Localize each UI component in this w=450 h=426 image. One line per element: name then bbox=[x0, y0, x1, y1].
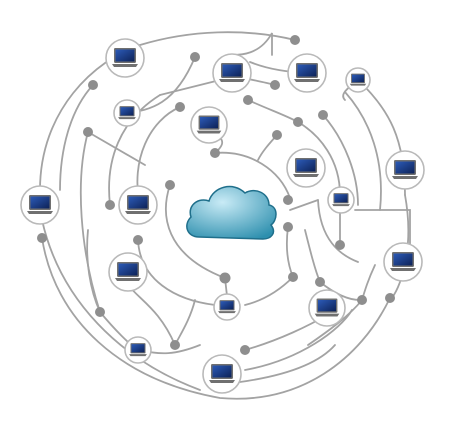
connection-line bbox=[86, 229, 101, 313]
laptop-node bbox=[213, 293, 241, 321]
junction-dot bbox=[293, 117, 303, 127]
laptop-icon bbox=[27, 195, 53, 214]
connection-line bbox=[322, 114, 359, 206]
junction-dot bbox=[318, 110, 328, 120]
laptop-icon bbox=[209, 364, 235, 383]
connection-line bbox=[297, 121, 341, 196]
laptop-node bbox=[327, 186, 355, 214]
connection-line bbox=[244, 276, 294, 306]
connection-line bbox=[79, 131, 101, 313]
cloud-shape bbox=[186, 185, 277, 240]
connection-line bbox=[289, 199, 319, 211]
junction-dot bbox=[170, 340, 180, 350]
connection-line bbox=[214, 151, 291, 199]
connection-line bbox=[247, 99, 299, 123]
laptop-node bbox=[385, 150, 425, 190]
connection-line bbox=[317, 199, 359, 263]
junction-dot bbox=[190, 52, 200, 62]
junction-dot bbox=[357, 295, 367, 305]
laptop-node bbox=[383, 242, 423, 282]
junction-dot bbox=[272, 130, 282, 140]
junction-dot bbox=[219, 272, 231, 284]
connection-line bbox=[174, 299, 196, 346]
laptop-icon bbox=[390, 252, 416, 271]
laptop-icon bbox=[293, 158, 319, 177]
junction-dot bbox=[37, 233, 47, 243]
laptop-icon bbox=[129, 343, 147, 357]
junction-dot bbox=[210, 148, 220, 158]
connection-line bbox=[137, 239, 216, 306]
junction-dot bbox=[95, 307, 105, 317]
connection-line bbox=[139, 31, 296, 46]
connection-line bbox=[285, 226, 294, 278]
connection-line bbox=[59, 84, 94, 191]
laptop-node bbox=[113, 99, 141, 127]
laptop-icon bbox=[115, 262, 141, 281]
laptop-nodes bbox=[20, 38, 425, 394]
laptop-icon bbox=[125, 195, 151, 214]
laptop-icon bbox=[314, 298, 340, 317]
junction-dot bbox=[243, 95, 253, 105]
laptop-node bbox=[118, 185, 158, 225]
connection-line bbox=[304, 229, 321, 283]
junction-dot bbox=[270, 80, 280, 90]
laptop-node bbox=[105, 38, 145, 78]
connection-line bbox=[165, 184, 226, 279]
junction-dot bbox=[288, 272, 298, 282]
laptop-node bbox=[308, 289, 346, 327]
junction-dot bbox=[165, 180, 175, 190]
connection-line bbox=[361, 264, 376, 301]
connection-line bbox=[344, 91, 382, 211]
laptop-node bbox=[20, 185, 60, 225]
junction-dot bbox=[133, 235, 143, 245]
connection-line bbox=[244, 309, 353, 371]
laptop-node bbox=[108, 252, 148, 292]
junction-dot bbox=[88, 80, 98, 90]
laptop-icon bbox=[349, 73, 367, 86]
connection-line bbox=[108, 94, 161, 206]
connection-line bbox=[127, 284, 176, 346]
laptop-icon bbox=[118, 106, 136, 120]
junction-dot bbox=[315, 277, 325, 287]
connection-line bbox=[41, 237, 391, 400]
junction-dot bbox=[105, 200, 115, 210]
connection-line bbox=[239, 344, 336, 383]
laptop-node bbox=[202, 354, 242, 394]
connection-line bbox=[41, 219, 201, 391]
junction-dot bbox=[175, 102, 185, 112]
junction-dot bbox=[240, 345, 250, 355]
laptop-node bbox=[124, 336, 152, 364]
junction-dots bbox=[37, 35, 395, 355]
junction-dot bbox=[385, 293, 395, 303]
cloud-icon bbox=[186, 185, 277, 240]
connection-line bbox=[231, 32, 273, 56]
junction-dot bbox=[290, 35, 300, 45]
laptop-node bbox=[190, 106, 228, 144]
laptop-icon bbox=[196, 115, 222, 134]
laptop-node bbox=[287, 53, 327, 93]
laptop-node bbox=[345, 67, 371, 93]
junction-dot bbox=[283, 222, 293, 232]
laptop-icon bbox=[112, 48, 138, 67]
laptop-icon bbox=[218, 300, 236, 314]
laptop-node bbox=[286, 148, 326, 188]
junction-dot bbox=[83, 127, 93, 137]
laptop-icon bbox=[392, 160, 418, 179]
laptop-icon bbox=[332, 193, 350, 207]
junction-dot bbox=[283, 195, 293, 205]
connection-line bbox=[354, 209, 411, 249]
junction-dot bbox=[335, 240, 345, 250]
laptop-icon bbox=[219, 63, 245, 82]
connection-line bbox=[159, 79, 221, 96]
laptop-icon bbox=[294, 63, 320, 82]
laptop-node bbox=[212, 53, 252, 93]
